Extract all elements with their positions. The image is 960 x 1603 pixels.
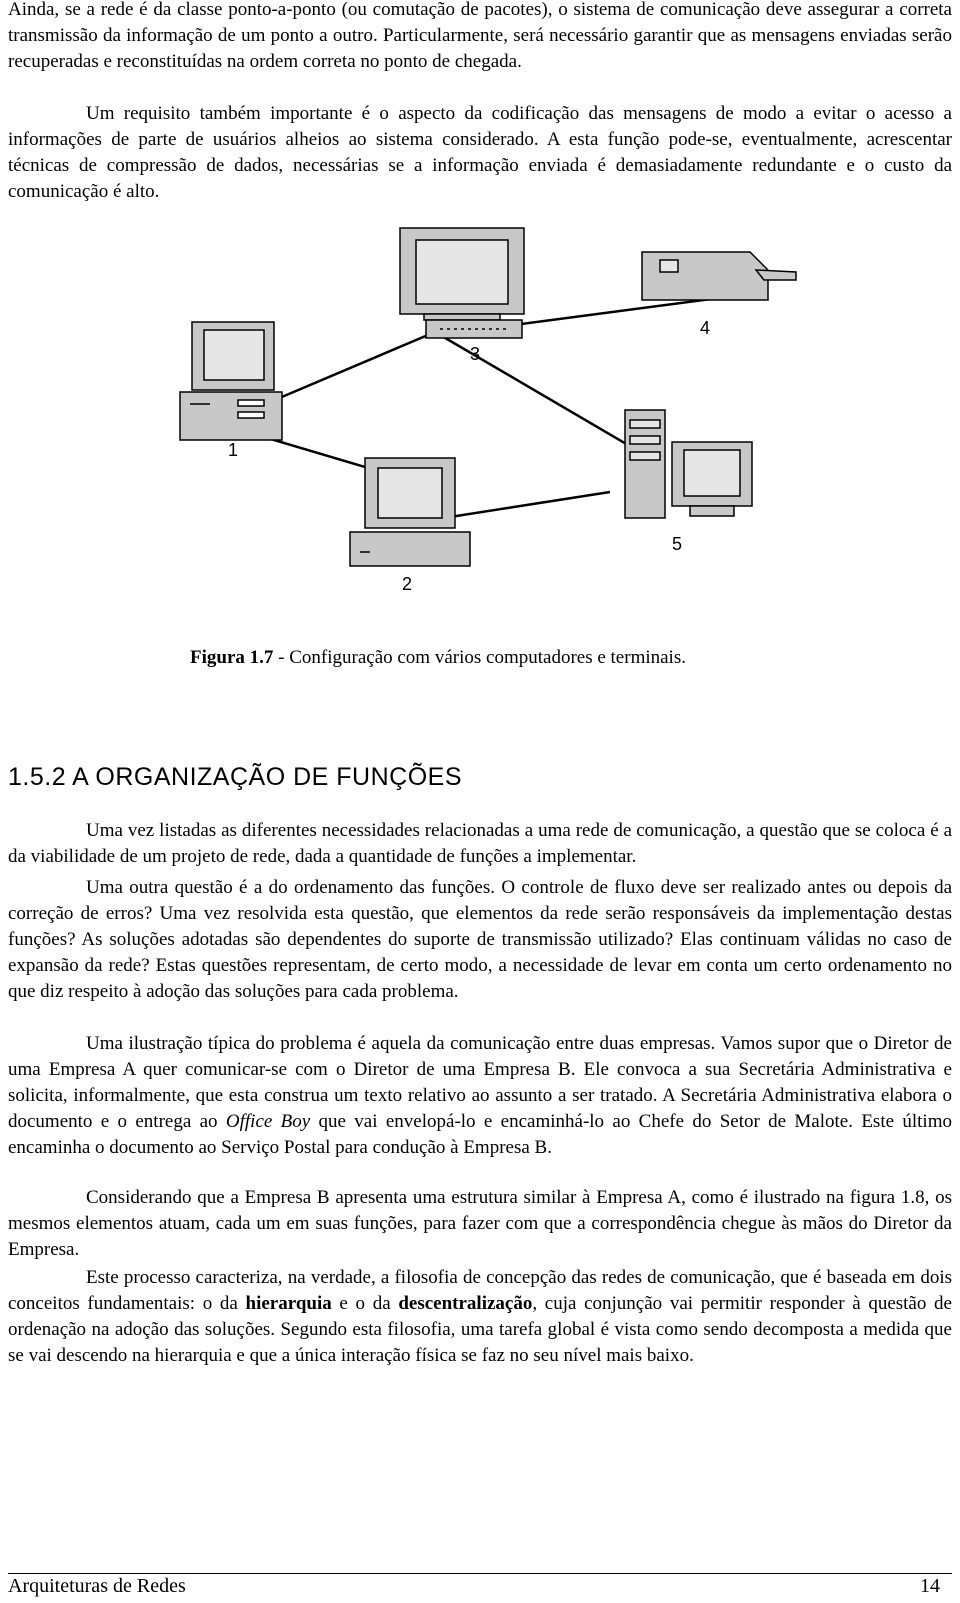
paragraph-5-part-b: que vai envelopá-lo e encaminhá-lo ao Ch…: [8, 1111, 952, 1158]
paragraph-2: Um requisito também importante é o aspec…: [8, 103, 952, 202]
figure-caption-number: Figura 1.7: [190, 647, 274, 668]
figure-caption: Figura 1.7 - Configuração com vários com…: [190, 645, 686, 671]
paragraph-3: Uma vez listadas as diferentes necessida…: [8, 820, 952, 867]
paragraph-7-part-a: Este processo caracteriza, na verdade, a…: [8, 1267, 952, 1314]
term-descentralizacao: descentralização: [398, 1293, 533, 1314]
node-label-3: 3: [470, 344, 480, 364]
node-label-4: 4: [700, 318, 710, 338]
paragraph-6: Considerando que a Empresa B apresenta u…: [8, 1187, 952, 1260]
printer-4-icon: [641, 251, 797, 301]
paragraph-7-part-b: e o da: [331, 1293, 399, 1314]
figure-caption-text: - Configuração com vários computadores e…: [273, 647, 686, 668]
footer-divider: [8, 1573, 952, 1574]
node-label-5: 5: [672, 534, 682, 554]
paragraph-7-part-c: , cuja conjunção vai permitir responder …: [8, 1293, 952, 1366]
term-hierarquia: hierarquia: [245, 1293, 332, 1314]
computer-1-icon: [179, 321, 283, 441]
terminal-3-icon: [399, 227, 525, 339]
computer-2-icon: [349, 457, 471, 567]
paragraph-5: Uma ilustração típica do problema é aque…: [8, 1031, 952, 1161]
node-label-1: 1: [228, 440, 238, 460]
section-heading: 1.5.2 A ORGANIZAÇÃO DE FUNÇÕES: [8, 763, 463, 791]
network-figure: 1 2 3 4 5: [179, 227, 797, 594]
page-number: 14: [920, 1575, 940, 1597]
paragraph-1: Ainda, se a rede é da classe ponto-a-pon…: [8, 0, 952, 72]
paragraph-5-part-a: Uma ilustração típica do problema é aque…: [8, 1033, 952, 1132]
office-boy-term: Office Boy: [225, 1111, 311, 1132]
paragraph-4: Uma outra questão é a do ordenamento das…: [8, 877, 952, 1002]
paragraph-7: Este processo caracteriza, na verdade, a…: [8, 1265, 952, 1369]
node-label-2: 2: [402, 574, 412, 594]
footer-title: Arquiteturas de Redes: [8, 1575, 186, 1597]
computer-5-icon: [624, 409, 753, 519]
